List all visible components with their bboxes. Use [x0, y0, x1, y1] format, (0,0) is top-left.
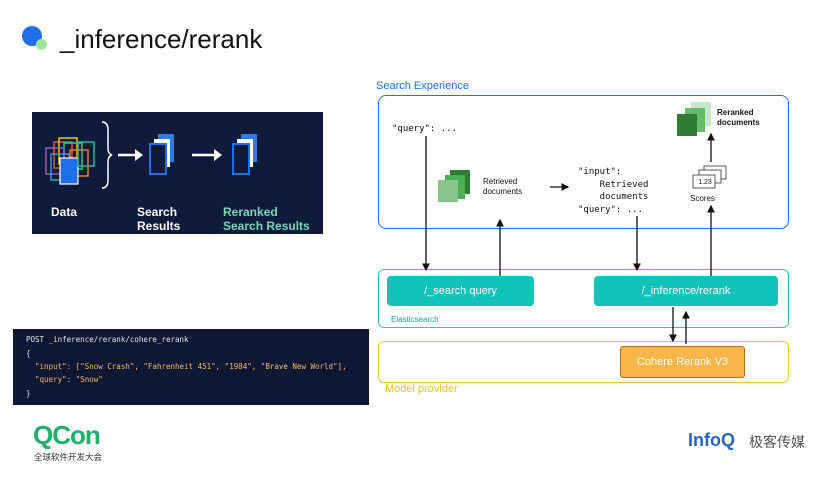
search-experience-box	[378, 95, 789, 229]
code-line-open-brace: {	[26, 349, 31, 358]
code-line-close-brace: }	[26, 389, 31, 398]
retrieved-documents-label: Retrieved documents	[483, 177, 523, 196]
reranked-documents-label: Reranked documents	[717, 108, 760, 127]
title-bullet-accent-icon	[36, 39, 47, 50]
rerank-flow-graphic	[45, 121, 257, 189]
scores-label: Scores	[690, 194, 715, 203]
cohere-rerank-button[interactable]: Cohere Rerank V3	[620, 346, 745, 378]
data-documents-icon	[45, 137, 95, 185]
qcon-subtitle: 全球软件开发大会	[34, 452, 103, 462]
model-provider-box	[378, 341, 789, 383]
rerank-input-block: "input": Retrieved documents "query": ..…	[578, 167, 649, 215]
code-line-query: "query": "Snow"	[26, 375, 103, 384]
search-results-label: Search Results	[137, 205, 181, 233]
code-line-request: POST _inference/rerank/cohere_rerank	[26, 335, 189, 344]
footer-bar: QCon 全球软件开发大会 InfoQ 极客传媒	[0, 418, 840, 486]
infoq-subtitle: 极客传媒	[749, 434, 805, 450]
code-line-input: "input": ["Snow Crash", "Fahrenheit 451"…	[26, 362, 347, 371]
data-label: Data	[51, 205, 78, 219]
infoq-logo: InfoQ	[688, 430, 735, 450]
score-value: 1.23	[698, 179, 712, 186]
query-text: "query": ...	[392, 124, 458, 134]
reranked-documents-icon	[677, 102, 711, 136]
elasticsearch-label: Elasticsearch	[391, 315, 439, 324]
search-results-documents-icon	[149, 134, 174, 175]
page-title: _inference/rerank	[60, 24, 263, 54]
arrow-right-icon	[192, 149, 222, 161]
reranked-results-documents-icon	[232, 134, 257, 175]
rerank-illustration-panel: Data Search Results Reranked Search Resu…	[32, 112, 323, 234]
model-provider-label: Model provider	[385, 383, 458, 395]
code-snippet-panel: POST _inference/rerank/cohere_rerank { "…	[13, 329, 369, 405]
qcon-logo: QCon	[33, 420, 101, 450]
scores-icon	[692, 165, 727, 189]
elasticsearch-box	[378, 269, 789, 328]
arrow-right-icon	[118, 149, 143, 161]
inference-rerank-button[interactable]: /_inference/rerank	[594, 276, 778, 306]
search-experience-label: Search Experience	[376, 80, 469, 92]
retrieved-documents-icon	[438, 170, 470, 202]
reranked-results-label: Reranked Search Results	[223, 205, 310, 233]
search-query-button[interactable]: /_search query	[387, 276, 534, 306]
